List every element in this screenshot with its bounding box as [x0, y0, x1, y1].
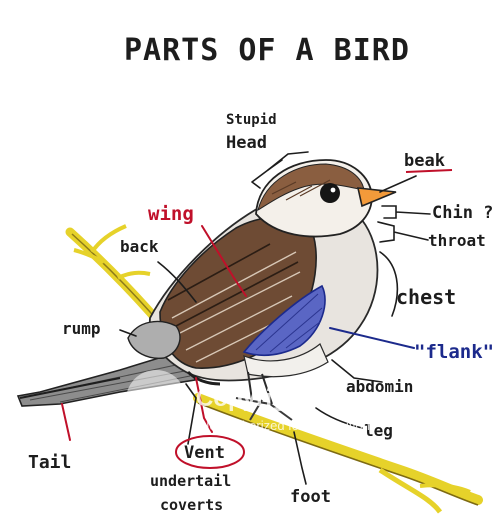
label-rump: rump	[62, 319, 101, 338]
label-chin: Chin ?	[432, 203, 493, 223]
label-undertail: undertail	[150, 472, 231, 490]
diagram-title: PARTS OF A BIRD	[124, 33, 410, 68]
label-abdomin: abdomin	[346, 377, 413, 396]
label-head: Head	[226, 133, 267, 153]
label-chest: chest	[396, 285, 456, 309]
bird-head	[256, 160, 396, 237]
label-stupid: Stupid	[226, 112, 277, 128]
label-foot: foot	[290, 487, 331, 507]
watermark-line1: Copyrighted	[196, 385, 337, 412]
label-back: back	[120, 237, 159, 256]
label-wing: wing	[148, 203, 194, 225]
label-vent: Vent	[184, 443, 225, 463]
watermark-line2: Not authorized for distribution.	[200, 418, 373, 433]
label-beak: beak	[404, 151, 445, 171]
label-coverts: coverts	[160, 496, 223, 514]
label-tail: Tail	[28, 452, 71, 473]
copyright-icon: ©	[142, 390, 158, 415]
label-throat: throat	[428, 231, 486, 250]
label-flank: "flank"	[414, 341, 494, 363]
